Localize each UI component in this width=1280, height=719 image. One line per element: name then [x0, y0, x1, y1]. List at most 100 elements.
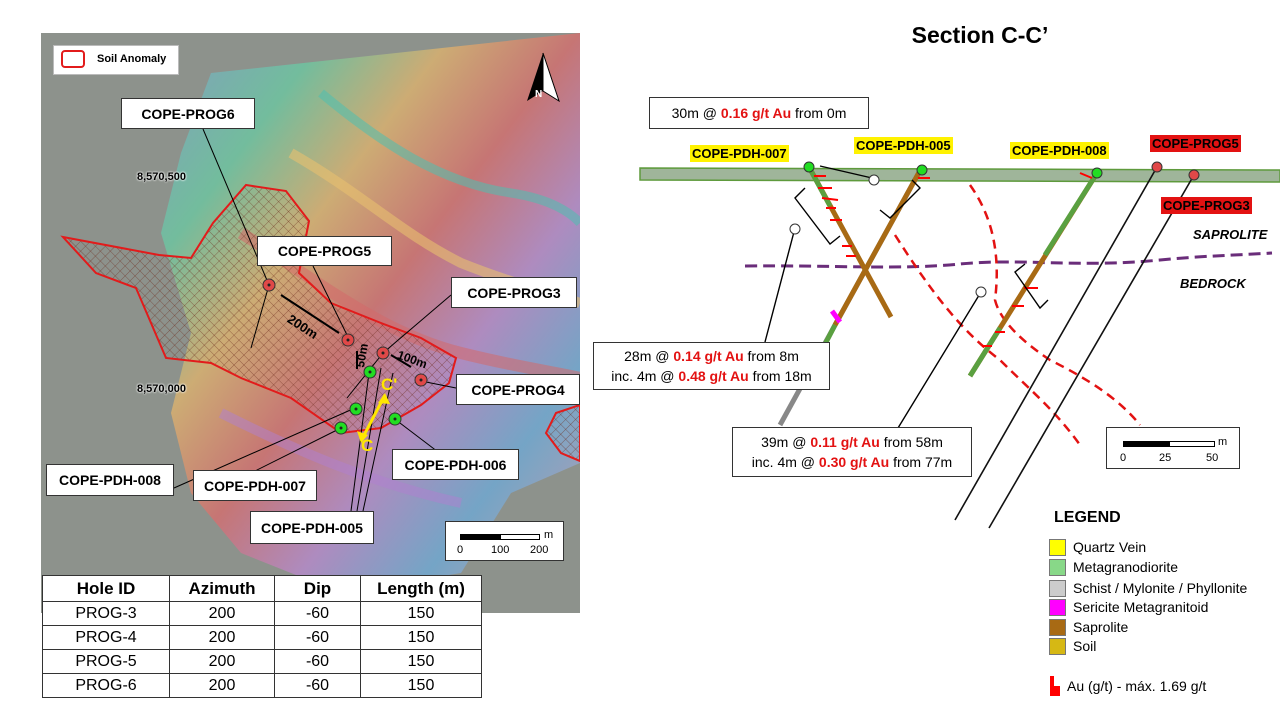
legend-item-au: Au (g/t) - máx. 1.69 g/t [1049, 676, 1207, 696]
zone-label-saprolite: SAPROLITE [1193, 227, 1268, 242]
intercept-text: from 77m [889, 454, 953, 470]
intercept-grade: 0.16 g/t Au [720, 105, 792, 121]
table-header: Azimuth [169, 575, 275, 602]
table-row: PROG-4 200 -60 150 [42, 625, 482, 650]
intercept-box: 30m @ 0.16 g/t Au from 0m [649, 97, 869, 129]
section-scale-tick: 50 [1206, 452, 1219, 464]
table-cell: -60 [274, 625, 361, 650]
intercept-text: from 58m [879, 434, 943, 450]
table-cell: PROG-6 [42, 673, 170, 698]
legend-item: Soil [1049, 637, 1096, 655]
northing-label: 8,570,000 [137, 383, 186, 395]
intercept-grade: 0.14 g/t Au [673, 348, 744, 364]
intercept-grade: 0.30 g/t Au [818, 454, 890, 470]
table-cell: 150 [360, 673, 482, 698]
intercept-text: from 8m [743, 348, 799, 364]
fault-structures [893, 184, 1141, 446]
table-header-row: Hole ID Azimuth Dip Length (m) [42, 575, 482, 602]
section-end-c: C [361, 436, 373, 455]
map-scale-bar: m 0 100 200 [445, 521, 564, 561]
legend-swatch [1049, 618, 1066, 636]
intercept-text: 30m @ [671, 105, 721, 121]
legend-swatch [1049, 598, 1066, 616]
soil-anomaly-polygon-east [544, 403, 580, 463]
legend-swatch [1049, 637, 1066, 655]
section-label-prog3: COPE-PROG3 [1161, 197, 1252, 214]
intercept-grade: 0.11 g/t Au [810, 434, 880, 450]
map-legend: Soil Anomaly [53, 45, 179, 75]
section-label-pdh005: COPE-PDH-005 [854, 137, 953, 154]
intercept-brackets [764, 165, 1049, 429]
section-scale-bar: m 0 25 50 [1106, 427, 1240, 469]
callout-prog4: COPE-PROG4 [456, 374, 580, 405]
map-scale-tick: 200 [530, 544, 549, 556]
legend-label: Metagranodiorite [1073, 559, 1179, 575]
legend-item: Saprolite [1049, 618, 1128, 636]
legend-title: LEGEND [1054, 509, 1121, 526]
table-row: PROG-6 200 -60 150 [42, 673, 482, 698]
section-title: Section C-C’ [911, 22, 1049, 48]
au-assay-ticks [814, 172, 1093, 347]
legend-swatch [1049, 558, 1066, 576]
table-row: PROG-3 200 -60 150 [42, 601, 482, 626]
intercept-text: inc. 4m @ [611, 368, 679, 384]
distance-label-50: 50m [353, 342, 371, 368]
callout-pdh006: COPE-PDH-006 [392, 449, 519, 480]
table-cell: -60 [274, 673, 361, 698]
legend-label: Au (g/t) - máx. 1.69 g/t [1067, 678, 1207, 694]
callout-prog3: COPE-PROG3 [451, 277, 577, 308]
intercept-box: 39m @ 0.11 g/t Au from 58m inc. 4m @ 0.3… [732, 427, 972, 477]
table-header: Hole ID [42, 575, 170, 602]
table-cell: -60 [274, 649, 361, 674]
section-label-prog5: COPE-PROG5 [1150, 135, 1241, 152]
planned-hole-traces [954, 166, 1195, 529]
intercept-text: inc. 4m @ [751, 454, 819, 470]
intercept-box: 28m @ 0.14 g/t Au from 8m inc. 4m @ 0.48… [593, 342, 830, 390]
section-end-c-prime: C' [381, 375, 397, 394]
legend-label: Saprolite [1073, 619, 1129, 635]
table-header: Dip [274, 575, 361, 602]
legend-label: Soil [1073, 638, 1097, 654]
north-letter: N [535, 89, 543, 100]
surface-band [639, 167, 1280, 183]
map-legend-label: Soil Anomaly [97, 53, 167, 65]
intercept-text: 39m @ [761, 434, 811, 450]
legend-swatch [1049, 538, 1066, 556]
map-scale-tick: 100 [491, 544, 510, 556]
saprolite-bedrock-contact [744, 251, 1273, 269]
legend-item: Quartz Vein [1049, 538, 1146, 556]
legend-label: Sericite Metagranitoid [1073, 599, 1209, 615]
table-cell: 200 [169, 625, 275, 650]
northing-label: 8,570,500 [137, 171, 186, 183]
section-label-pdh008: COPE-PDH-008 [1010, 142, 1109, 159]
soil-anomaly-polygon [60, 183, 458, 435]
table-cell: 200 [169, 649, 275, 674]
intercept-text: from 0m [791, 105, 847, 121]
soil-anomaly-swatch [61, 50, 85, 68]
table-row: PROG-5 200 -60 150 [42, 649, 482, 674]
table-cell: 150 [360, 625, 482, 650]
callout-pdh008: COPE-PDH-008 [46, 464, 174, 496]
north-arrow [527, 52, 560, 103]
table-cell: 200 [169, 673, 275, 698]
callout-pdh007: COPE-PDH-007 [193, 470, 317, 501]
table-cell: 150 [360, 649, 482, 674]
callout-pdh005: COPE-PDH-005 [250, 511, 374, 544]
section-scale-tick: 0 [1120, 452, 1127, 464]
table-cell: 150 [360, 601, 482, 626]
table-cell: -60 [274, 601, 361, 626]
table-cell: PROG-3 [42, 601, 170, 626]
legend-label: Schist / Mylonite / Phyllonite [1073, 580, 1248, 596]
intercept-text: 28m @ [624, 348, 674, 364]
collars [803, 161, 1200, 181]
legend-swatch [1049, 579, 1066, 597]
section-scale-unit: m [1218, 436, 1228, 448]
zone-label-bedrock: BEDROCK [1180, 276, 1246, 291]
intercept-text: from 18m [748, 368, 812, 384]
geophysics-map: 200m 50m 100m C' C Soil Anomaly N 8,570,… [41, 33, 580, 613]
table-header: Length (m) [360, 575, 482, 602]
au-histogram-icon [1050, 676, 1060, 696]
section-scale-tick: 25 [1159, 452, 1172, 464]
callout-prog5: COPE-PROG5 [257, 236, 392, 266]
section-label-pdh007: COPE-PDH-007 [690, 145, 789, 162]
